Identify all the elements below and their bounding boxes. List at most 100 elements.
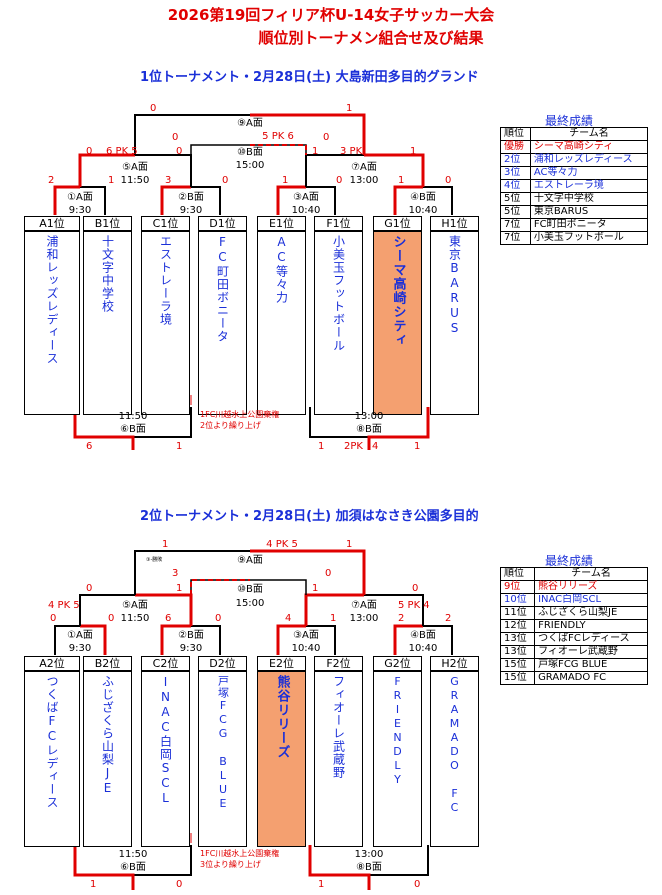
t1-match7-time: 13:00 <box>349 175 379 186</box>
team-name: フィオーレ武蔵野 <box>331 675 346 779</box>
team-name: 小美玉フットボール <box>331 235 346 352</box>
table-header: 順位チーム名 <box>499 567 648 581</box>
t2-match10-time: 15:00 <box>235 598 265 609</box>
table-row: 9位熊谷リリーズ <box>499 580 648 594</box>
team-name: 戸塚FCG BLUE <box>216 675 230 811</box>
result-rank: 10位 <box>499 593 536 607</box>
t2-score-e1: 4 <box>285 613 292 624</box>
t2-team-e2: E2位 熊谷リリーズ <box>257 656 306 847</box>
result-team: エストレーラ境 <box>529 179 649 193</box>
table-row: 優勝シーマ高崎シティ <box>500 140 649 154</box>
t2-score-m8r: 0 <box>414 879 421 890</box>
t2-score-m5r: 1 <box>176 583 183 594</box>
t2-score-m7l: 1 <box>312 583 319 594</box>
result-rank: 5位 <box>500 205 531 219</box>
result-team: 小美玉フットボール <box>529 231 649 245</box>
col-rank: 順位 <box>500 127 531 141</box>
t2-match10: ⑩B面 <box>237 584 263 595</box>
t1-team-h1: H1位 東京BARUS <box>430 216 479 415</box>
t2-score-m9r: 1 <box>346 539 353 550</box>
t1-score-m8l: 1 <box>318 441 325 452</box>
team-pos: C2位 <box>141 656 190 671</box>
result-team: 熊谷リリーズ <box>534 580 648 594</box>
t2-note2: 3位より繰り上げ <box>200 860 261 869</box>
t2-match6-time: 11:50 <box>118 849 148 860</box>
team-pos: A1位 <box>24 216 80 231</box>
t1-score-f1: 0 <box>336 175 343 186</box>
team-pos: G2位 <box>373 656 422 671</box>
t1-match9: ⑨A面 <box>237 118 263 129</box>
t1-score-m7r: 1 <box>410 146 417 157</box>
t2-team-d2: D2位 戸塚FCG BLUE <box>198 656 247 847</box>
team-pos: E1位 <box>257 216 306 231</box>
t1-score-m8pkn: 4 <box>372 441 379 452</box>
t1-score-m7pk: 3 PK <box>340 146 363 157</box>
t1-match7: ⑦A面 <box>351 162 377 173</box>
team-name: INAC白岡SCL <box>158 675 173 806</box>
result-team: INAC白岡SCL <box>534 593 648 607</box>
result-team: つくばFCレディース <box>534 632 648 646</box>
t2-score-m5l: 0 <box>86 583 93 594</box>
table-row: 13位つくばFCレディース <box>499 632 648 646</box>
t1-score-g1: 1 <box>398 175 405 186</box>
t1-score-m10l: 0 <box>172 132 179 143</box>
t2-score-m6r: 0 <box>176 879 183 890</box>
team-pos: B1位 <box>83 216 132 231</box>
t2-team-g2: G2位 FRIENDLY <box>373 656 422 847</box>
result-team: ふじざくら山梨JE <box>534 606 648 620</box>
team-name: 熊谷リリーズ <box>274 675 290 759</box>
result-team: 戸塚FCG BLUE <box>534 658 648 672</box>
t1-heading: 1位トーナメント・2月28日(土) 大島新田多目的グランド <box>140 70 479 85</box>
t1-match1: ①A面 <box>67 192 93 203</box>
result-rank: 7位 <box>500 218 531 232</box>
t2-match4-time: 10:40 <box>408 643 438 654</box>
t1-note1: 1FC川越水上公園棄権 <box>200 410 280 419</box>
result-rank: 13位 <box>499 645 536 659</box>
table-row: 11位ふじざくら山梨JE <box>499 606 648 620</box>
result-team: フィオーレ武蔵野 <box>534 645 648 659</box>
table-row: 4位エストレーラ境 <box>500 179 649 193</box>
t2-score-m10l: 3 <box>172 568 179 579</box>
t1-match6-time: 11:50 <box>118 411 148 422</box>
t1-match2-time: 9:30 <box>179 205 203 216</box>
title-line1: 2026第19回フィリア杯U-14女子サッカー大会 <box>167 6 495 24</box>
t2-match8-time: 13:00 <box>354 849 384 860</box>
team-name: FC町田ボニータ <box>215 235 230 343</box>
result-rank: 13位 <box>499 632 536 646</box>
team-pos: H1位 <box>430 216 479 231</box>
t1-team-g1: G1位 シーマ高崎シティ <box>373 216 422 415</box>
result-rank: 12位 <box>499 619 536 633</box>
team-name: 東京BARUS <box>447 235 462 336</box>
t1-score-m5r: 0 <box>176 146 183 157</box>
t2-match9: ⑨A面 <box>237 555 263 566</box>
result-rank: 3位 <box>500 166 531 180</box>
table-row: 7位小美玉フットボール <box>500 231 649 245</box>
table-row: 5位東京BARUS <box>500 205 649 219</box>
result-team: シーマ高崎シティ <box>529 140 649 154</box>
t2-score-a1pk: 4 PK 5 <box>48 600 80 611</box>
t1-score-m9r: 1 <box>346 103 353 114</box>
t1-team-a1: A1位 浦和レッズレディース <box>24 216 80 415</box>
t1-match2: ②B面 <box>178 192 204 203</box>
t2-match3: ③A面 <box>293 630 319 641</box>
t1-match10-time: 15:00 <box>235 160 265 171</box>
t2-team-c2: C2位 INAC白岡SCL <box>141 656 190 847</box>
t2-score-m9l: 1 <box>162 539 169 550</box>
table-header: 順位チーム名 <box>500 127 649 141</box>
t1-team-f1: F1位 小美玉フットボール <box>314 216 363 415</box>
t1-score-m8r: 1 <box>414 441 421 452</box>
t2-match2-time: 9:30 <box>179 643 203 654</box>
team-name: 十文字中学校 <box>100 235 115 313</box>
result-rank: 4位 <box>500 179 531 193</box>
team-name: 浦和レッズレディース <box>45 235 59 365</box>
result-team: AC等々力 <box>529 166 649 180</box>
t1-match5: ⑤A面 <box>122 162 148 173</box>
team-pos: D1位 <box>198 216 247 231</box>
team-name: ふじざくら山梨JE <box>100 675 115 796</box>
t1-score-h1: 0 <box>445 175 452 186</box>
title-line2: 順位別トーナメン組合せ及び結果 <box>258 29 484 47</box>
result-rank: 優勝 <box>500 140 531 154</box>
